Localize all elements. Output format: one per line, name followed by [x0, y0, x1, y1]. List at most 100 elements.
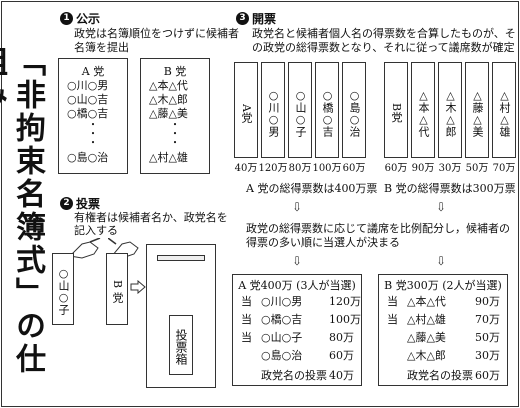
party-a-name: ○橋○吉: [321, 89, 334, 137]
section1-title: 公示: [76, 12, 101, 26]
party-b-votes: 60万: [384, 163, 408, 174]
step-number-3: 3: [236, 12, 249, 25]
party-a-name: A党: [240, 103, 253, 123]
list-b: B 党 △本△代 △木△郎 △藤△美 ・ ・ ・ △村△雄: [140, 58, 210, 174]
result-b-votes: 70万: [475, 313, 500, 326]
result-b-votes: 90万: [475, 295, 500, 308]
result-a-candidate: ○橋○吉: [261, 313, 303, 326]
result-a-party-votes: 40万: [329, 369, 354, 382]
party-a-name: ○山○子: [294, 89, 307, 137]
result-b-win-mark: 当: [387, 295, 398, 308]
party-a-ballot-column: ○橋○吉: [315, 62, 339, 158]
section2-heading: 2 投票: [60, 195, 100, 212]
result-a-win-mark: 当: [241, 331, 252, 344]
party-b-ballot-column: △藤△美: [465, 62, 489, 158]
party-a-ballot-column: ○川○男: [261, 62, 285, 158]
party-b-name: B党: [390, 103, 403, 123]
party-b-votes: 30万: [438, 163, 462, 174]
section2-title: 投票: [76, 197, 101, 211]
result-a-candidate: ○川○男: [261, 295, 303, 308]
section1-heading: 1 公示: [60, 10, 100, 27]
list-b-dot: ・: [170, 129, 180, 140]
list-a-dot: ・: [88, 138, 98, 149]
party-a-votes: 40万: [234, 163, 258, 174]
result-a-win-mark: 当: [241, 295, 252, 308]
list-a-dot: ・: [88, 129, 98, 140]
section3-heading: 3 開票: [236, 10, 276, 27]
result-b-votes: 50万: [475, 331, 500, 344]
down-arrow-icon: ⇩: [436, 200, 447, 214]
list-a-row1: ○川○男: [67, 79, 109, 92]
party-b-votes: 70万: [492, 163, 516, 174]
result-b-votes: 30万: [475, 349, 500, 362]
list-b-head: B 党: [163, 65, 187, 78]
list-b-row3: △藤△美: [149, 107, 188, 120]
result-b-head: B 党300万 (2人が当選): [384, 279, 502, 292]
s1-text2: 名簿を提出: [74, 41, 129, 54]
down-arrow-icon: ⇩: [292, 254, 303, 268]
party-b-name: △本△代: [417, 89, 430, 137]
party-a-votes: 100万: [312, 163, 342, 174]
result-b-party-label: 政党名の投票: [407, 369, 473, 382]
list-a-row3: ○橋○吉: [67, 107, 109, 120]
result-b-win-mark: 当: [387, 313, 398, 326]
total-a: A 党の総得票数は400万票: [246, 182, 378, 195]
section3-title: 開票: [252, 12, 277, 26]
ballot-box-label: 投票箱: [169, 315, 193, 375]
step-number-2: 2: [60, 197, 73, 210]
result-a-party-label: 政党名の投票: [261, 369, 327, 382]
list-a-dot: ・: [88, 120, 98, 131]
result-b-party-votes: 60万: [475, 369, 500, 382]
party-a-votes: 120万: [258, 163, 288, 174]
party-a-ballot-column: ○島○治: [342, 62, 366, 158]
total-b: B 党の総得票数は300万票: [384, 182, 516, 195]
result-b-candidate: △木△郎: [407, 349, 446, 362]
ballot-party: B 党: [106, 253, 128, 325]
party-a-votes: 60万: [342, 163, 366, 174]
result-b-candidate: △本△代: [407, 295, 446, 308]
result-a-votes: 60万: [329, 349, 354, 362]
party-b-name: △藤△美: [471, 89, 484, 137]
result-a-votes: 120万: [329, 295, 361, 308]
party-a-votes: 80万: [288, 163, 312, 174]
list-b-last: △村△雄: [149, 151, 188, 164]
result-a-candidate: ○島○治: [261, 349, 303, 362]
step-number-1: 1: [60, 12, 73, 25]
list-a-last: ○島○治: [67, 151, 109, 164]
s2-text2: 記入する: [74, 224, 118, 237]
ballot-slot: [157, 255, 205, 261]
party-b-name: △木△郎: [444, 89, 457, 137]
ballot-box: 投票箱: [146, 244, 216, 388]
list-b-dot: ・: [170, 138, 180, 149]
party-b-name: △村△雄: [498, 89, 511, 137]
party-b-votes: 50万: [465, 163, 489, 174]
party-b-votes: 90万: [411, 163, 435, 174]
list-b-row1: △本△代: [149, 79, 188, 92]
party-a-name: ○島○治: [348, 89, 361, 137]
list-b-row2: △木△郎: [149, 93, 188, 106]
result-a-win-mark: 当: [241, 313, 252, 326]
result-a-votes: 100万: [329, 313, 361, 326]
party-a-ballot-column: ○山○子: [288, 62, 312, 158]
result-b-candidate: △村△雄: [407, 313, 446, 326]
arrow-right-icon: [130, 280, 146, 294]
party-b-ballot-column: △村△雄: [492, 62, 516, 158]
hand-pencil-icon: [68, 238, 101, 259]
s1-text1: 政党は名簿順位をつけずに候補者: [74, 27, 239, 40]
s3-text2: の政党の総得票数となり、それに従って議席数が確定: [252, 41, 515, 54]
party-b-ballot-column: B党: [384, 62, 408, 158]
party-b-ballot-column: △木△郎: [438, 62, 462, 158]
down-arrow-icon: ⇩: [292, 200, 303, 214]
result-b-candidate: △藤△美: [407, 331, 446, 344]
result-a-head: A 党400万 (3人が当選): [238, 279, 356, 292]
ballot-candidate: ○山○子: [52, 253, 74, 325]
party-b-ballot-column: △本△代: [411, 62, 435, 158]
list-a-row2: ○山○吉: [67, 93, 109, 106]
list-a-head: A 党: [81, 65, 105, 78]
s3-text1: 政党名と候補者個人名の得票数を合算したものが、そ: [252, 27, 516, 40]
result-a-candidate: ○山○子: [261, 331, 303, 344]
down-arrow-icon: ⇩: [436, 254, 447, 268]
